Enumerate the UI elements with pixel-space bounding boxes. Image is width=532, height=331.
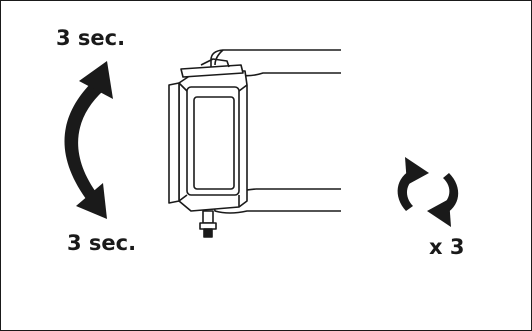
ink-cartridge-illustration	[169, 50, 341, 237]
repeat-count-label: x 3	[429, 237, 464, 258]
rotate-cycle-icon	[398, 157, 459, 227]
top-duration-label: 3 sec.	[56, 28, 125, 49]
curved-double-arrow-icon	[64, 61, 113, 219]
bottom-duration-label: 3 sec.	[67, 233, 136, 254]
